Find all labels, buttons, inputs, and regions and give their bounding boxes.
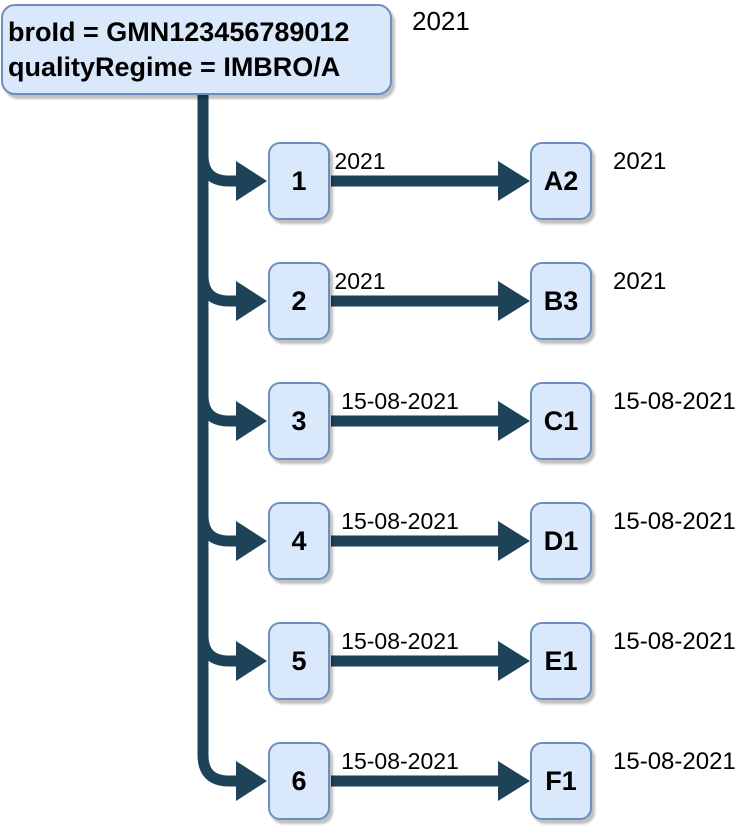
branch-arrowhead — [236, 401, 267, 441]
branch-edge — [197, 495, 237, 547]
timeline-row: 1 2021 A2 2021 — [0, 142, 750, 220]
target-node-label: D1 — [543, 525, 579, 556]
root-attribute-line: qualityRegime = IMBRO/A — [8, 51, 341, 82]
row-side-label: 15-08-2021 — [613, 748, 736, 775]
timeline-row: 3 15-08-2021 C1 15-08-2021 — [0, 382, 750, 460]
edge-arrowhead — [498, 641, 530, 681]
edge-date-label: 2021 — [334, 268, 386, 294]
source-node-label: 4 — [291, 525, 307, 556]
branch-arrowhead — [236, 521, 267, 561]
root-node: broId = GMN123456789012 qualityRegime = … — [1, 4, 392, 95]
target-node: C1 — [530, 382, 592, 460]
edge-date-label: 15-08-2021 — [341, 748, 459, 774]
edge-arrowhead — [498, 761, 530, 801]
branch-arrowhead — [236, 281, 267, 321]
source-node: 3 — [268, 382, 330, 460]
timeline-row: 4 15-08-2021 D1 15-08-2021 — [0, 502, 750, 580]
source-node-label: 3 — [291, 405, 307, 436]
source-node: 1 — [268, 142, 330, 220]
edge-date-label: 15-08-2021 — [341, 628, 459, 654]
row-side-label: 2021 — [613, 268, 667, 295]
branch-arrowhead — [236, 761, 267, 801]
edge-arrowhead — [498, 401, 530, 441]
edge-arrowhead — [498, 521, 530, 561]
target-node-label: A2 — [543, 165, 579, 196]
edge-arrowhead — [498, 161, 530, 201]
edge-date-label: 15-08-2021 — [341, 388, 459, 414]
source-node: 5 — [268, 622, 330, 700]
target-node: B3 — [530, 262, 592, 340]
target-node: F1 — [530, 742, 592, 820]
root-attribute-line: broId = GMN123456789012 — [8, 16, 350, 47]
timeline-row: 6 15-08-2021 F1 15-08-2021 — [0, 742, 750, 820]
target-node-label: B3 — [543, 285, 579, 316]
target-node-label: F1 — [545, 765, 577, 796]
root-side-label: 2021 — [412, 6, 470, 36]
source-node-label: 1 — [291, 165, 307, 196]
target-node-label: C1 — [543, 405, 579, 436]
branch-edge — [197, 135, 237, 187]
edge-arrowhead — [498, 281, 530, 321]
source-node-label: 5 — [291, 645, 307, 676]
source-node: 4 — [268, 502, 330, 580]
row-side-label: 15-08-2021 — [613, 388, 736, 415]
branch-edge — [197, 615, 237, 667]
timeline-row: 2 2021 B3 2021 — [0, 262, 750, 340]
branch-arrowhead — [236, 161, 267, 201]
row-side-label: 15-08-2021 — [613, 508, 736, 535]
source-node-label: 6 — [291, 765, 307, 796]
timeline-row: 5 15-08-2021 E1 15-08-2021 — [0, 622, 750, 700]
branch-edge — [197, 255, 237, 307]
row-side-label: 2021 — [613, 148, 667, 175]
trunk-edge — [197, 95, 237, 787]
target-node: E1 — [530, 622, 592, 700]
target-node-label: E1 — [544, 645, 578, 676]
edge-date-label: 2021 — [334, 148, 386, 174]
source-node-label: 2 — [291, 285, 307, 316]
row-side-label: 15-08-2021 — [613, 628, 736, 655]
target-node: D1 — [530, 502, 592, 580]
source-node: 2 — [268, 262, 330, 340]
edge-date-label: 15-08-2021 — [341, 508, 459, 534]
branch-arrowhead — [236, 641, 267, 681]
branch-edge — [197, 375, 237, 427]
target-node: A2 — [530, 142, 592, 220]
source-node: 6 — [268, 742, 330, 820]
